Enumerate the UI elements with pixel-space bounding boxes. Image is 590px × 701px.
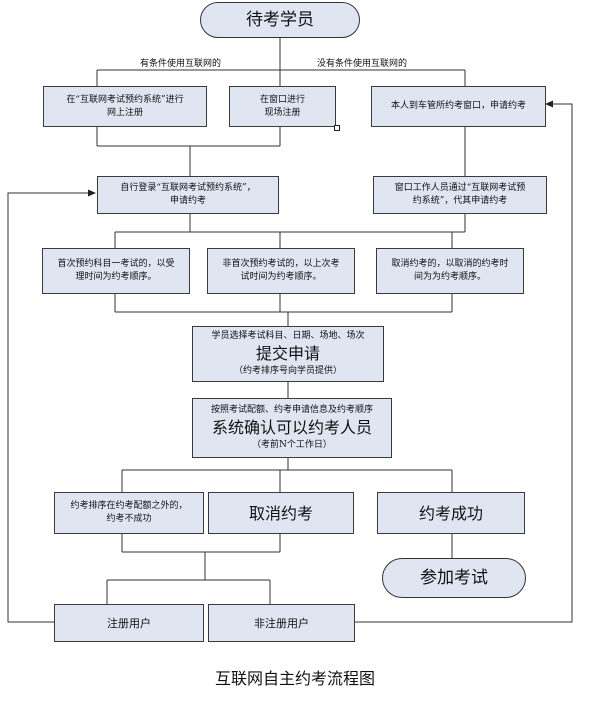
- booking-success-box: 约考成功: [377, 492, 525, 534]
- apply-in-person-box: 本人到车管所约考窗口，申请约考: [371, 86, 546, 127]
- take-exam-label: 参加考试: [420, 567, 488, 588]
- login-system-line1: 自行登录“互联网考试预约系统”，: [120, 183, 256, 193]
- staff-apply-box: 窗口工作人员通过“互联网考试预 约系统”，代其申请约考: [373, 176, 547, 214]
- unregistered-user-loop-arrow: [355, 100, 573, 623]
- staff-apply-line1: 窗口工作人员通过“互联网考试预: [394, 183, 526, 193]
- cancel-exam-label: 取消约考: [248, 503, 313, 523]
- submit-application-line3: （约考排序号向学员提供）: [233, 366, 342, 376]
- cancel-booking-line2: 间为为约考顺序。: [413, 272, 486, 282]
- registered-user-box: 注册用户: [54, 604, 204, 642]
- login-system-box: 自行登录“互联网考试预约系统”， 申请约考: [97, 176, 279, 214]
- staff-apply-line2: 约系统”，代其申请约考: [412, 196, 508, 206]
- cancel-booking-box: 取消约考的，以取消的约考时 间为为约考顺序。: [376, 248, 524, 294]
- register-online-box: 在“互联网考试预约系统”进行 网上注册: [43, 86, 207, 127]
- start-node: 待考学员: [200, 2, 360, 38]
- system-confirm-box: 按照考试配额、约考申请信息及约考顺序 系统确认可以约考人员 （考前N个工作日）: [192, 398, 392, 458]
- register-window-box: 在窗口进行 现场注册: [229, 86, 336, 127]
- booking-failed-box: 约考排序在约考配额之外的， 约考不成功: [54, 492, 204, 534]
- registered-user-loop-arrow: [7, 189, 96, 623]
- repeat-booking-box: 非首次预约考试的，以上次考 试时间为约考顺序。: [207, 248, 355, 294]
- register-online-line2: 网上注册: [106, 107, 143, 118]
- booking-failed-line2: 约考不成功: [106, 514, 152, 524]
- submit-application-line2: 提交申请: [255, 344, 320, 363]
- login-system-line2: 申请约考: [169, 196, 206, 206]
- take-exam-node: 参加考试: [382, 558, 526, 598]
- diagram-caption: 互联网自主约考流程图: [214, 669, 375, 688]
- registered-user-label: 注册用户: [107, 616, 151, 630]
- repeat-booking-line2: 试时间为约考顺序。: [240, 272, 322, 282]
- first-booking-line2: 理时间为约考顺序。: [75, 272, 157, 282]
- apply-in-person-line1: 本人到车管所约考窗口，申请约考: [390, 101, 526, 111]
- cancel-exam-box: 取消约考: [208, 492, 354, 534]
- start-label: 待考学员: [246, 9, 314, 30]
- submit-application-box: 学员选择考试科目、日期、场地、场次 提交申请 （约考排序号向学员提供）: [192, 326, 384, 382]
- register-window-line1: 在窗口进行: [259, 94, 305, 105]
- unregistered-user-label: 非注册用户: [254, 616, 309, 630]
- unregistered-user-box: 非注册用户: [208, 604, 355, 642]
- system-confirm-line1: 按照考试配额、约考申请信息及约考顺序: [210, 405, 373, 415]
- repeat-booking-line1: 非首次预约考试的，以上次考: [222, 259, 340, 269]
- submit-application-line1: 学员选择考试科目、日期、场地、场次: [211, 331, 365, 341]
- cancel-booking-line1: 取消约考的，以取消的约考时: [391, 259, 509, 269]
- booking-success-label: 约考成功: [418, 503, 483, 523]
- system-confirm-line2: 系统确认可以约考人员: [211, 418, 372, 437]
- system-confirm-line3: （考前N个工作日）: [252, 440, 332, 450]
- register-window-line2: 现场注册: [264, 107, 301, 118]
- first-booking-line1: 首次预约科目一考试的，以受: [57, 259, 175, 269]
- first-booking-box: 首次预约科目一考试的，以受 理时间为约考顺序。: [42, 248, 190, 294]
- branch-label-no-internet: 没有条件使用互联网的: [317, 59, 408, 69]
- booking-failed-line1: 约考排序在约考配额之外的，: [70, 501, 188, 511]
- resize-handle-icon: [334, 125, 340, 131]
- branch-label-internet: 有条件使用互联网的: [140, 59, 222, 69]
- register-online-line1: 在“互联网考试预约系统”进行: [66, 94, 184, 105]
